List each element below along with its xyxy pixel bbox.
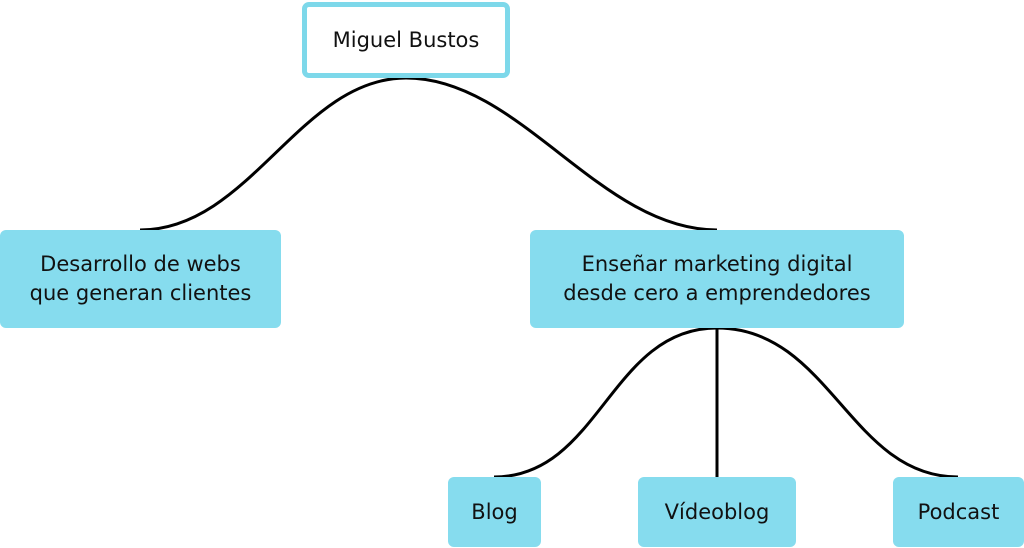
branch-node-ensenar-label: Enseñar marketing digital desde cero a e… xyxy=(563,252,871,305)
connector-ensenar-to-blog xyxy=(493,326,718,479)
leaf-node-blog[interactable]: Blog xyxy=(448,477,541,547)
leaf-node-blog-label: Blog xyxy=(471,499,518,524)
branch-node-ensenar[interactable]: Enseñar marketing digital desde cero a e… xyxy=(530,230,904,328)
branch-node-desarrollo[interactable]: Desarrollo de webs que generan clientes xyxy=(0,230,281,328)
root-node[interactable]: Miguel Bustos xyxy=(302,2,510,78)
connector-ensenar-to-podcast xyxy=(716,326,959,479)
connector-root-to-desarrollo xyxy=(139,76,407,232)
leaf-node-videoblog[interactable]: Vídeoblog xyxy=(638,477,796,547)
leaf-node-podcast-label: Podcast xyxy=(917,499,1000,524)
leaf-node-videoblog-label: Vídeoblog xyxy=(664,499,770,524)
root-node-label: Miguel Bustos xyxy=(332,27,480,52)
connector-root-to-ensenar xyxy=(405,76,718,232)
leaf-node-podcast[interactable]: Podcast xyxy=(893,477,1024,547)
branch-node-desarrollo-label: Desarrollo de webs que generan clientes xyxy=(29,252,252,305)
